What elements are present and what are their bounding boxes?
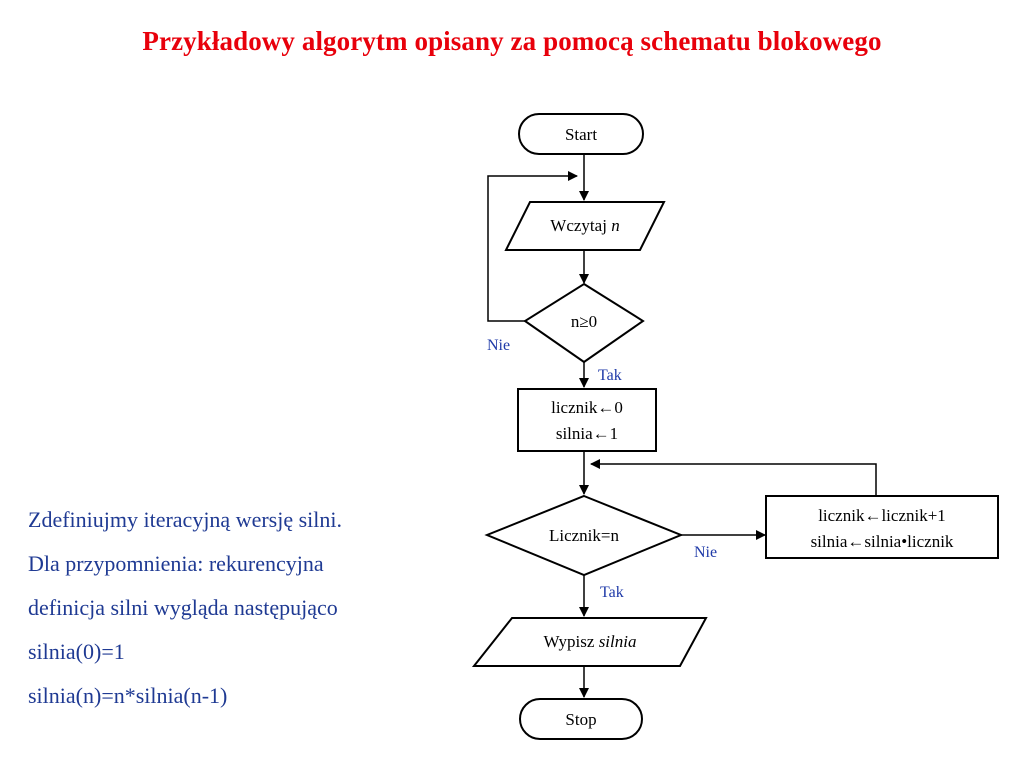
update-process — [765, 495, 999, 559]
output-box — [471, 617, 708, 667]
read-input-prefix: Wczytaj — [550, 216, 611, 235]
update-line-1: licznik←licznik+1 — [818, 506, 946, 525]
description-line: Dla przypomnienia: rekurencyjna — [28, 551, 324, 576]
description-line: silnia(n)=n*silnia(n-1) — [28, 683, 228, 708]
start-label: Start — [565, 125, 597, 144]
check-n-decision — [523, 282, 645, 364]
loop-check-label: Licznik=n — [549, 526, 620, 545]
description-line: Zdefiniujmy iteracyjną wersję silni. — [28, 507, 343, 532]
loop-check-yes-label: Tak — [600, 584, 624, 601]
loop-check-decision — [484, 494, 684, 577]
description-line: definicja silni wygląda następująco — [28, 595, 338, 620]
arrow-update-back — [590, 459, 877, 496]
check-n-yes-label: Tak — [598, 367, 622, 384]
init-process — [517, 388, 657, 452]
check-n-no-label: Nie — [487, 337, 510, 354]
slide-title: Przykładowy algorytm opisany za pomocą s… — [142, 26, 882, 56]
start-terminator — [518, 113, 644, 155]
init-line-1: licznik←0 — [551, 398, 623, 417]
stop-terminator — [519, 698, 643, 740]
update-line-2: silnia←silnia•licznik — [811, 532, 954, 551]
output-var: silnia — [599, 632, 637, 651]
output-label: Wypisz silnia — [544, 632, 637, 651]
loop-check-no-label: Nie — [694, 544, 717, 561]
init-line-2: silnia←1 — [556, 424, 618, 443]
stop-label: Stop — [565, 710, 596, 729]
read-input-box — [504, 201, 666, 251]
description-line: silnia(0)=1 — [28, 639, 125, 664]
arrow-check-no-loop — [487, 171, 578, 322]
connectors — [487, 155, 877, 698]
check-n-label: n≥0 — [571, 312, 597, 331]
description-text: Zdefiniujmy iteracyjną wersję silni. Dla… — [28, 498, 458, 718]
output-prefix: Wypisz — [544, 632, 599, 651]
read-input-var: n — [611, 216, 620, 235]
read-input-label: Wczytaj n — [550, 216, 619, 235]
